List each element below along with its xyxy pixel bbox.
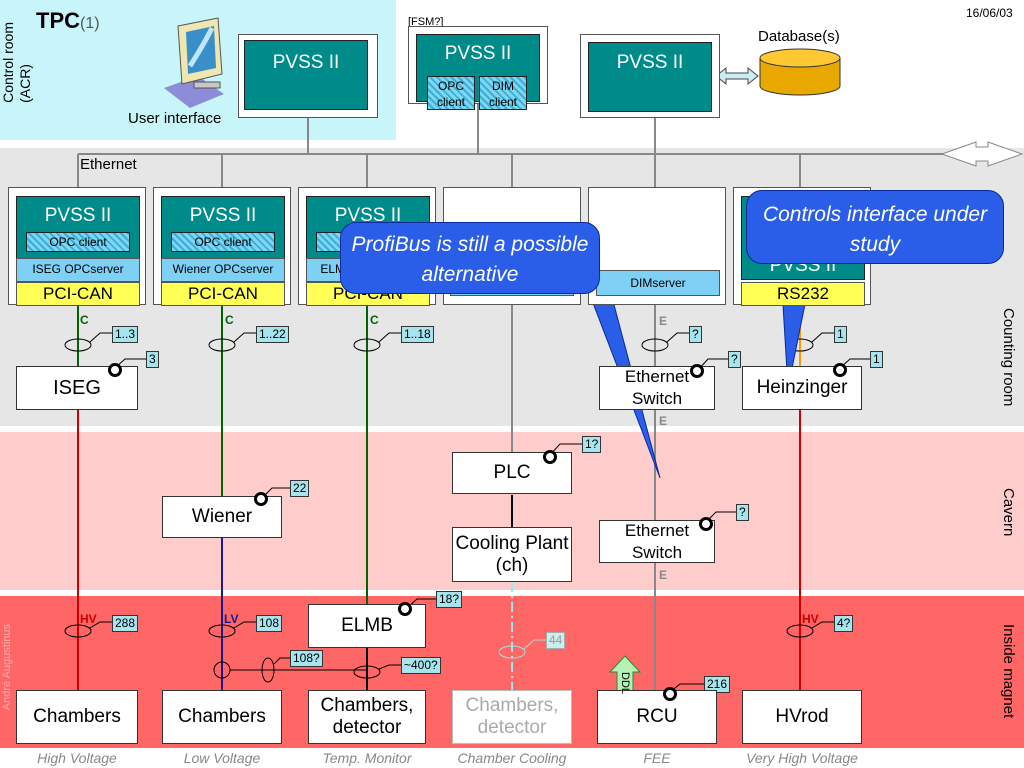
label-temp-monitor: Temp. Monitor xyxy=(322,750,412,766)
database-icon xyxy=(758,48,842,103)
rcu-device[interactable]: RCU xyxy=(597,690,717,744)
link-e-1: E xyxy=(659,314,668,328)
link-e-3: E xyxy=(659,568,668,582)
profibus-callout xyxy=(340,222,600,294)
database-label: Database(s) xyxy=(758,28,840,45)
plc-connector-icon xyxy=(543,450,557,464)
ethernet-switch-cavern[interactable]: Ethernet Switch xyxy=(599,520,715,563)
count-rcu-dev: 216 xyxy=(704,676,731,693)
eth1-connector-icon xyxy=(690,364,704,378)
cooling-plant-device[interactable]: Cooling Plant (ch) xyxy=(452,527,572,582)
count-cooling: 44 xyxy=(546,632,566,649)
count-wiener-dev: 22 xyxy=(290,480,310,497)
controls-callout-text: Controls interface under study xyxy=(762,203,988,256)
count-elmb-link: 1..18 xyxy=(401,326,434,343)
temp-chambers-detector[interactable]: Chambers, detector xyxy=(308,690,426,744)
link-c-2: C xyxy=(225,313,234,327)
count-iseg-link: 1..3 xyxy=(112,326,139,343)
opc-client-top[interactable]: OPC client xyxy=(427,76,475,110)
profibus-callout-text: ProfiBus is still a possible alternative xyxy=(351,233,589,286)
hv-chambers[interactable]: Chambers xyxy=(16,690,138,744)
label-very-high-voltage: Very High Voltage xyxy=(746,750,858,766)
user-interface-label: User interface xyxy=(128,110,222,127)
hvrod-device[interactable]: HVrod xyxy=(742,690,862,744)
count-hv-cables: 288 xyxy=(112,615,139,632)
ui-pvss-node[interactable]: PVSS II xyxy=(244,40,368,110)
count-elmb-dev: 18? xyxy=(436,591,463,608)
label-fee: FEE xyxy=(643,750,671,766)
db-pvss-node[interactable]: PVSS II xyxy=(588,42,712,112)
dim-client-top[interactable]: DIM client xyxy=(479,76,527,110)
elmb-connector-icon xyxy=(398,602,412,616)
link-e-2: E xyxy=(659,414,668,428)
count-plc-dev: 1? xyxy=(582,436,602,453)
inside-magnet-label: Inside magnet xyxy=(1000,624,1017,719)
crate-server-1[interactable]: ISEG OPCserver xyxy=(16,258,140,282)
crate-bus-1[interactable]: PCI-CAN xyxy=(16,282,140,306)
crate-dim-server[interactable]: DIMserver xyxy=(596,270,720,296)
fsm-label: [FSM?] xyxy=(408,16,444,28)
crate-bus-6[interactable]: RS232 xyxy=(741,282,865,306)
count-heinz-dev: 1 xyxy=(870,351,883,368)
page-title: TPC(1) xyxy=(36,8,100,33)
date-label: 16/06/03 xyxy=(966,6,1013,20)
iseg-connector-icon xyxy=(108,363,122,377)
link-c-3: C xyxy=(370,313,379,327)
cooling-chambers-detector[interactable]: Chambers, detector xyxy=(452,690,572,744)
wiener-connector-icon xyxy=(254,492,268,506)
count-eth-link: ? xyxy=(689,326,702,343)
crate-server-2[interactable]: Wiener OPCserver xyxy=(161,258,285,282)
count-iseg-dev: 3 xyxy=(146,351,159,368)
ddl-label: DDL xyxy=(619,672,631,695)
rcu-connector-icon xyxy=(663,687,677,701)
count-lv-cables: 108 xyxy=(256,615,283,632)
controls-callout xyxy=(746,190,1004,264)
crate-opc-client-2[interactable]: OPC client xyxy=(171,232,275,252)
ethernet-label: Ethernet xyxy=(80,156,137,173)
label-chamber-cooling: Chamber Cooling xyxy=(457,750,567,766)
link-hv-2: HV xyxy=(802,612,819,626)
cavern-label: Cavern xyxy=(1000,488,1017,537)
wiener-device[interactable]: Wiener xyxy=(162,496,282,538)
count-vhv: 4? xyxy=(834,615,854,632)
link-lv: LV xyxy=(224,612,239,626)
count-eth-sw1: ? xyxy=(728,351,741,368)
count-heinz-link: 1 xyxy=(834,326,847,343)
count-wiener-link: 1..22 xyxy=(256,326,289,343)
crate-bus-2[interactable]: PCI-CAN xyxy=(161,282,285,306)
label-high-voltage: High Voltage xyxy=(37,750,117,766)
heinz-connector-icon xyxy=(833,363,847,377)
link-hv-1: HV xyxy=(80,612,97,626)
label-low-voltage: Low Voltage xyxy=(183,750,261,766)
lv-chambers[interactable]: Chambers xyxy=(162,690,282,744)
count-eth-sw2: ? xyxy=(736,504,749,521)
counting-room-label: Counting room xyxy=(1000,308,1017,407)
computer-icon xyxy=(160,16,236,108)
count-lv-sub: 108? xyxy=(290,650,323,667)
crate-opc-client-1[interactable]: OPC client xyxy=(26,232,130,252)
link-c-1: C xyxy=(80,313,89,327)
elmb-device[interactable]: ELMB xyxy=(308,604,426,648)
eth2-connector-icon xyxy=(699,517,713,531)
count-elmb-sensors: ~400? xyxy=(401,657,441,674)
